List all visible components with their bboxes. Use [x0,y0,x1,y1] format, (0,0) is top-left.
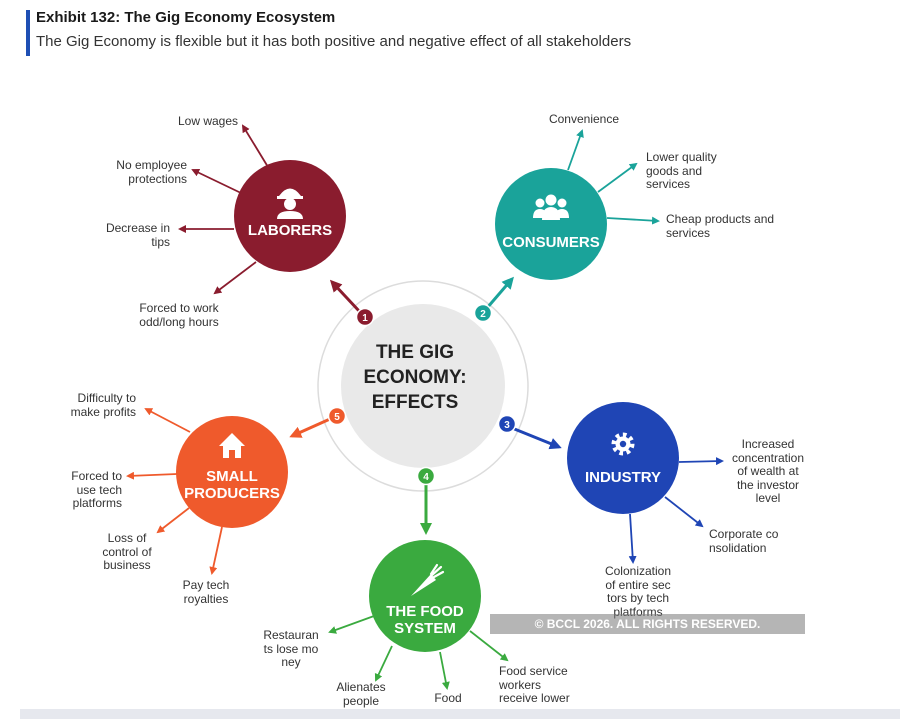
svg-text:4: 4 [423,472,429,483]
badge-small-producers: 5 [327,406,347,426]
arrow-restaurants [328,615,375,634]
badge-laborers: 1 [355,307,375,327]
arrow-pay-royalties [209,526,223,575]
effect-decrease-in-tips: Decrease in tips [105,221,170,249]
effect-alienates: Alienates people [336,680,386,708]
header-accent-bar [26,10,30,56]
gear-icon [611,432,635,456]
people-group-icon [533,194,569,220]
effect-restaurants: Restaurants lose money [263,628,319,669]
arrow-no-employee-protections [191,168,242,194]
node-consumers-label: CONSUMERS [502,234,600,251]
effect-forced-tech: Forced to use tech platforms [71,469,122,510]
arrow-forced-odd-hours [213,261,257,295]
arrow-cheap-products [606,216,660,225]
effect-cheap-products: Cheap products and services [666,212,775,240]
node-small-producers [176,416,288,528]
badge-consumers: 2 [473,303,493,323]
effect-difficulty-profits: Difficulty to make profits [70,391,136,419]
arrow-corporate-consolidation [664,496,704,528]
node-food-system-label: THE FOOD SYSTEM [386,603,464,637]
effect-food-service-workers: Food service workers receive lower [499,665,570,705]
arrow-concentration-wealth [678,457,724,466]
spoke-small-producers [289,417,331,438]
arrow-alienates [374,645,393,682]
effect-low-wages: Low wages [177,114,239,128]
badge-industry: 3 [497,414,517,434]
node-food-system [369,540,481,652]
effect-lower-quality: Lower quality goods and services [646,150,717,191]
effect-loss-control: Loss of control of business [102,531,152,572]
arrow-loss-control [156,507,190,534]
spoke-consumers [485,276,514,309]
exhibit-subtitle: The Gig Economy is flexible but it has b… [36,33,632,50]
carrot-icon [411,563,445,596]
spoke-industry [511,426,562,450]
svg-text:3: 3 [504,420,510,431]
effect-corporate-consolidation: Corporate consolidation [709,527,779,555]
house-icon [219,433,245,458]
exhibit-header: Exhibit 132: The Gig Economy Ecosystem T… [20,6,880,56]
node-industry [567,402,679,514]
arrow-difficulty-profits [144,408,191,433]
hub-title: THE GIG ECONOMY: EFFECTS [363,342,467,413]
badge-food-system: 4 [416,466,436,486]
arrow-food-service-workers [469,630,509,662]
node-small-producers-label: SMALL PRODUCERS [184,468,280,502]
effect-colonization: Colonization of entire sectors by tech p… [604,564,672,619]
effect-pay-royalties: Pay tech royalties [182,578,230,606]
svg-text:5: 5 [334,412,340,423]
effect-forced-odd-hours: Forced to work odd/long hours [139,301,219,329]
svg-text:2: 2 [480,309,486,320]
arrow-food [439,651,450,690]
arrow-forced-tech [126,471,178,480]
node-industry-label: INDUSTRY [584,469,662,486]
exhibit-title: Exhibit 132: The Gig Economy Ecosystem [36,9,336,26]
hub-circle [341,304,505,468]
node-consumers [495,168,607,280]
arrow-lower-quality [597,162,638,193]
svg-text:1: 1 [362,313,368,324]
spoke-laborers [329,279,362,314]
hub-outer-ring [317,280,529,492]
effect-no-employee-protections: No employee protections [116,158,187,186]
effect-convenience: Convenience [548,112,620,126]
arrow-convenience [567,129,584,171]
effect-concentration-wealth: Increased concentration of wealth at the… [731,437,805,505]
effect-food: Food [434,691,462,705]
node-laborers-label: LABORERS [247,222,333,239]
arrow-low-wages [241,124,269,168]
arrow-colonization [628,513,637,564]
bottom-strip [20,709,900,719]
copyright-watermark: © BCCL 2026. ALL RIGHTS RESERVED. [490,614,805,634]
worker-icon [277,188,303,219]
